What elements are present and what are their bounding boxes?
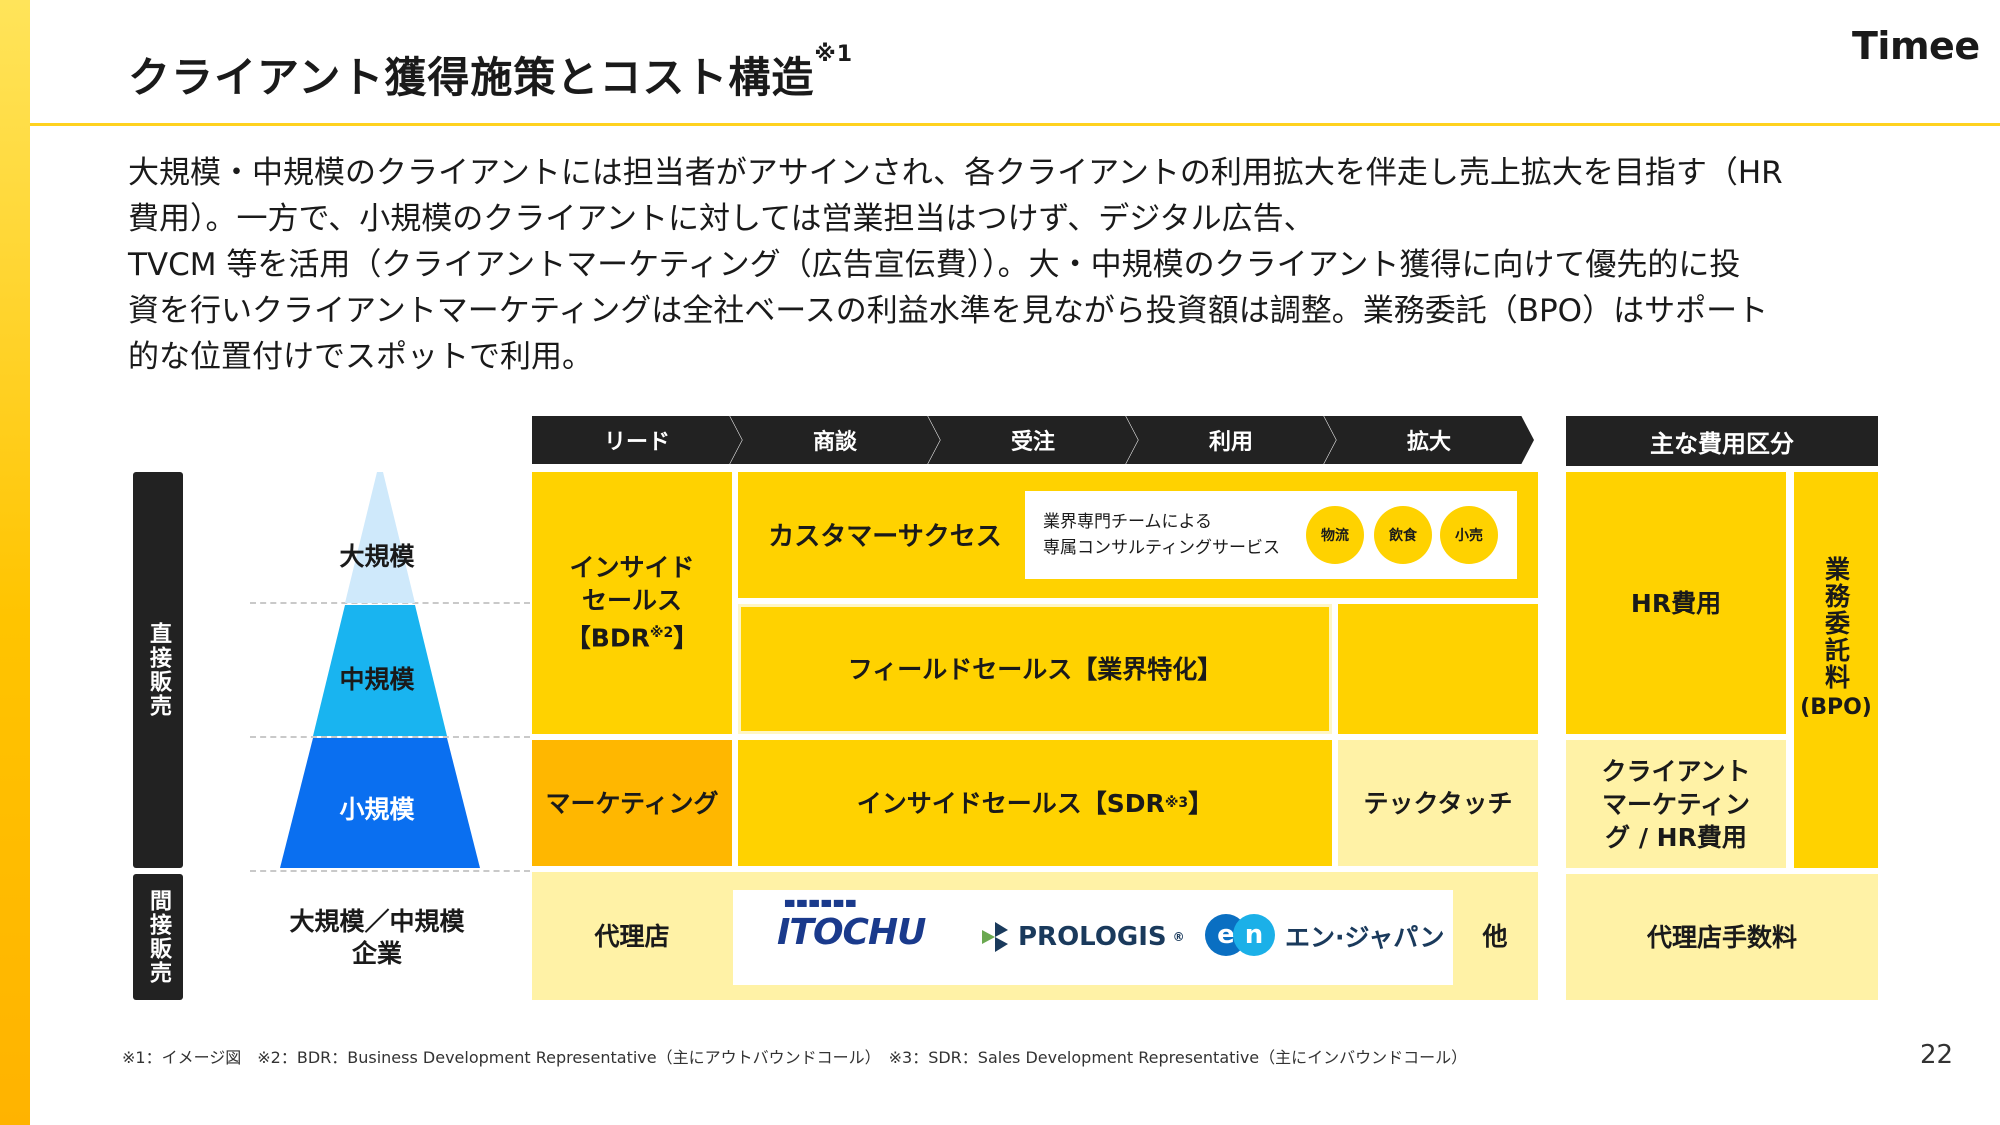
title-footnote-mark: ※1 [814,42,854,67]
intro-line: TVCM 等を活用（クライアントマーケティング（広告宣伝費））。大・中規模のクラ… [128,247,1741,283]
client-marketing-cost-cell: クライアントマーケティング / HR費用 [1566,740,1786,868]
service-description: 業界専門チームによる 専属コンサルティングサービス [1043,512,1280,558]
segment-small: 小規模 [339,795,415,824]
direct-sales-label: 直接販売 [133,472,183,868]
timee-logo: Timee [1852,24,1980,68]
intro-paragraph: 大規模・中規模のクライアントには担当者がアサインされ、各クライアントの利用拡大を… [128,150,1928,380]
stage-expansion: 拡大 [1324,416,1534,464]
bpo-cost-cell: 業務委託料 (BPO) [1794,472,1878,868]
client-size-pyramid [280,472,480,868]
inside-sales-sdr-cell: インサイドセールス【SDR※3】 [738,740,1332,866]
inside-sales-bdr-cell: インサイドセールス【BDR※2】 [532,472,732,734]
intro-line: 費用）。一方で、小規模のクライアントに対しては営業担当はつけず、デジタル広告、 [128,201,1315,237]
badge-retail: 小売 [1440,506,1498,564]
stage-negotiation: 商談 [730,416,940,464]
stage-usage: 利用 [1126,416,1336,464]
customer-success-label: カスタマーサクセス [768,521,1002,552]
title-divider [30,123,2000,126]
field-sales-expansion-fill [1338,604,1538,734]
partner-logos: ▀▀▀▀▀▀ ITOCHU PROLOGIS® e n エン·ジャパン [733,890,1453,985]
pyramid-large-tier [345,472,415,603]
prologis-logo: PROLOGIS® [978,920,1185,954]
agency-label: 代理店 [594,921,670,951]
stage-order: 受注 [928,416,1138,464]
itochu-logo: ITOCHU [777,912,926,953]
enjapan-logo: e n エン·ジャパン [1205,914,1445,958]
badge-food-service: 飲食 [1374,506,1432,564]
intro-line: 大規模・中規模のクライアントには担当者がアサインされ、各クライアントの利用拡大を… [128,155,1783,191]
row-divider [250,736,530,738]
page-number: 22 [1920,1040,1954,1070]
marketing-cell: マーケティング [532,740,732,866]
row-divider [250,870,530,872]
hr-cost-cell: HR費用 [1566,472,1786,734]
badge-logistics: 物流 [1306,506,1364,564]
cost-category-header: 主な費用区分 [1566,416,1878,466]
pyramid-medium-tier [313,605,447,736]
consulting-service-card: 業界専門チームによる 専属コンサルティングサービス 物流 飲食 小売 [1025,491,1517,579]
itochu-logo-mark: ▀▀▀▀▀▀ [785,900,859,914]
left-accent-bar [0,0,30,1125]
stage-lead: リード [532,416,742,464]
indirect-sales-label: 間接販売 [133,874,183,1000]
prologis-icon [982,922,1008,952]
others-label: 他 [1482,921,1508,951]
segment-medium: 中規模 [339,665,415,694]
segment-enterprise: 大規模／中規模企業 [289,907,465,968]
field-sales-cell: フィールドセールス【業界特化】 [738,604,1332,734]
pyramid-small-tier [280,738,480,868]
intro-line: 的な位置付けでスポットで利用。 [128,339,593,375]
enjapan-icon: e n [1205,914,1275,958]
intro-line: 資を行いクライアントマーケティングは全社ベースの利益水準を見ながら投資額は調整。… [128,293,1769,329]
page-title: クライアント獲得施策とコスト構造※1 [128,42,854,102]
footnotes: ※1：イメージ図 ※2：BDR：Business Development Rep… [122,1048,1468,1067]
segment-large: 大規模 [339,542,415,571]
tech-touch-cell: テックタッチ [1338,740,1538,866]
agency-fee-cell: 代理店手数料 [1566,874,1878,1000]
